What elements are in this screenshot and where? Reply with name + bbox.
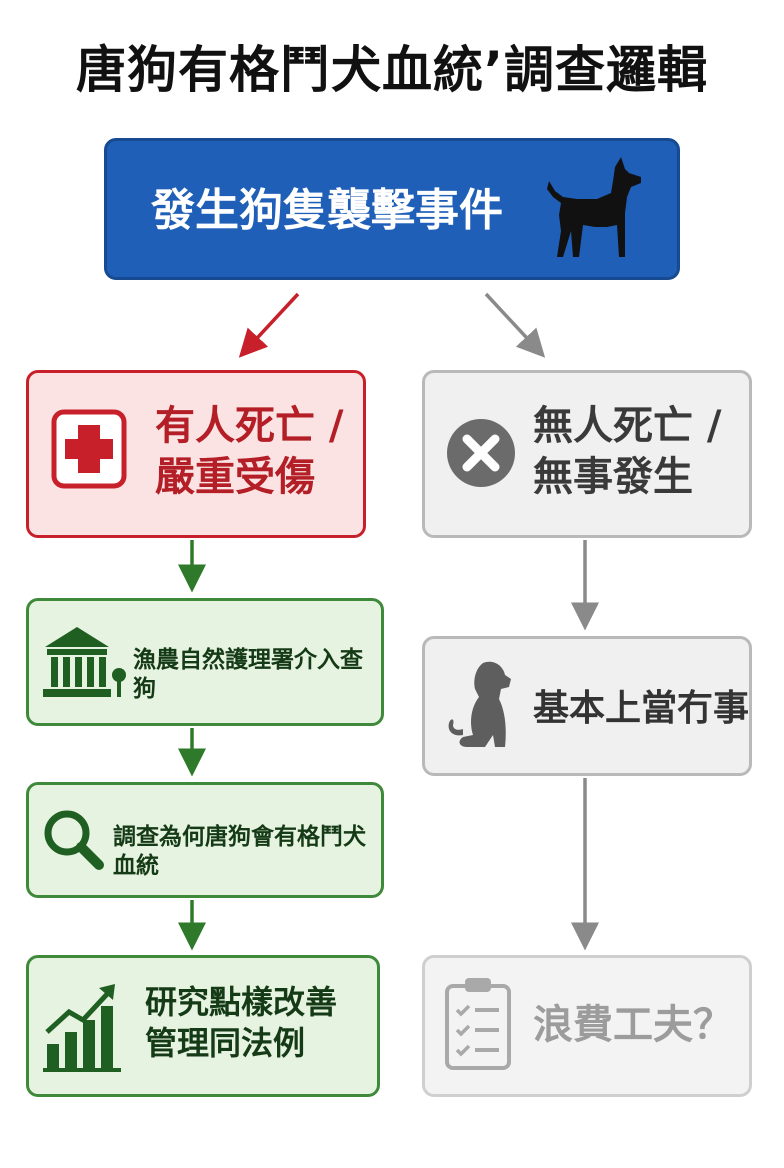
- investigate-step-box: 調查為何唐狗會有格鬥犬血統: [26, 782, 384, 898]
- afcd-step-box: 漁農自然護理署介入查狗: [26, 598, 384, 726]
- severe-case-box: 有人死亡 / 嚴重受傷: [26, 370, 366, 538]
- waste-step-box: 浪費工夫？: [422, 955, 752, 1097]
- ignore-step-box: 基本上當冇事: [422, 636, 752, 776]
- no-incident-line1: 無人死亡 /: [533, 403, 722, 449]
- no-incident-text: 無人死亡 / 無事發生: [533, 401, 722, 503]
- medical-cross-icon: [51, 409, 127, 489]
- arrow-to-grey-case: [484, 292, 546, 358]
- policy-step-line1: 研究點樣改善: [145, 983, 338, 1021]
- checklist-clipboard-icon: [445, 978, 511, 1070]
- severe-case-line2: 嚴重受傷: [155, 454, 315, 501]
- no-incident-line2: 無事發生: [533, 454, 693, 501]
- arrow-to-red-case: [238, 292, 300, 358]
- no-incident-box: 無人死亡 / 無事發生: [422, 370, 752, 538]
- incident-label: 發生狗隻襲擊事件: [151, 185, 503, 236]
- magnifier-icon: [44, 810, 104, 870]
- severe-case-line1: 有人死亡 /: [155, 403, 344, 449]
- dog-silhouette-icon: [547, 157, 641, 257]
- afcd-step-text: 漁農自然護理署介入查狗: [133, 647, 363, 703]
- x-circle-icon: [447, 419, 515, 487]
- sitting-dog-icon: [448, 661, 511, 747]
- government-building-icon: [43, 627, 126, 697]
- policy-step-box: 研究點樣改善 管理同法例: [26, 955, 380, 1097]
- policy-step-line2: 管理同法例: [145, 1023, 306, 1062]
- severe-case-text: 有人死亡 / 嚴重受傷: [155, 401, 344, 503]
- investigate-step-text: 調查為何唐狗會有格鬥犬血統: [113, 824, 366, 880]
- incident-box: 發生狗隻襲擊事件: [104, 138, 680, 280]
- growth-chart-icon: [43, 984, 121, 1072]
- policy-step-text: 研究點樣改善 管理同法例: [145, 982, 337, 1064]
- page-title: 唐狗有格鬥犬血統’調查邏輯: [76, 41, 708, 99]
- ignore-step-text: 基本上當冇事: [533, 688, 750, 729]
- waste-step-text: 浪費工夫？: [533, 1002, 733, 1048]
